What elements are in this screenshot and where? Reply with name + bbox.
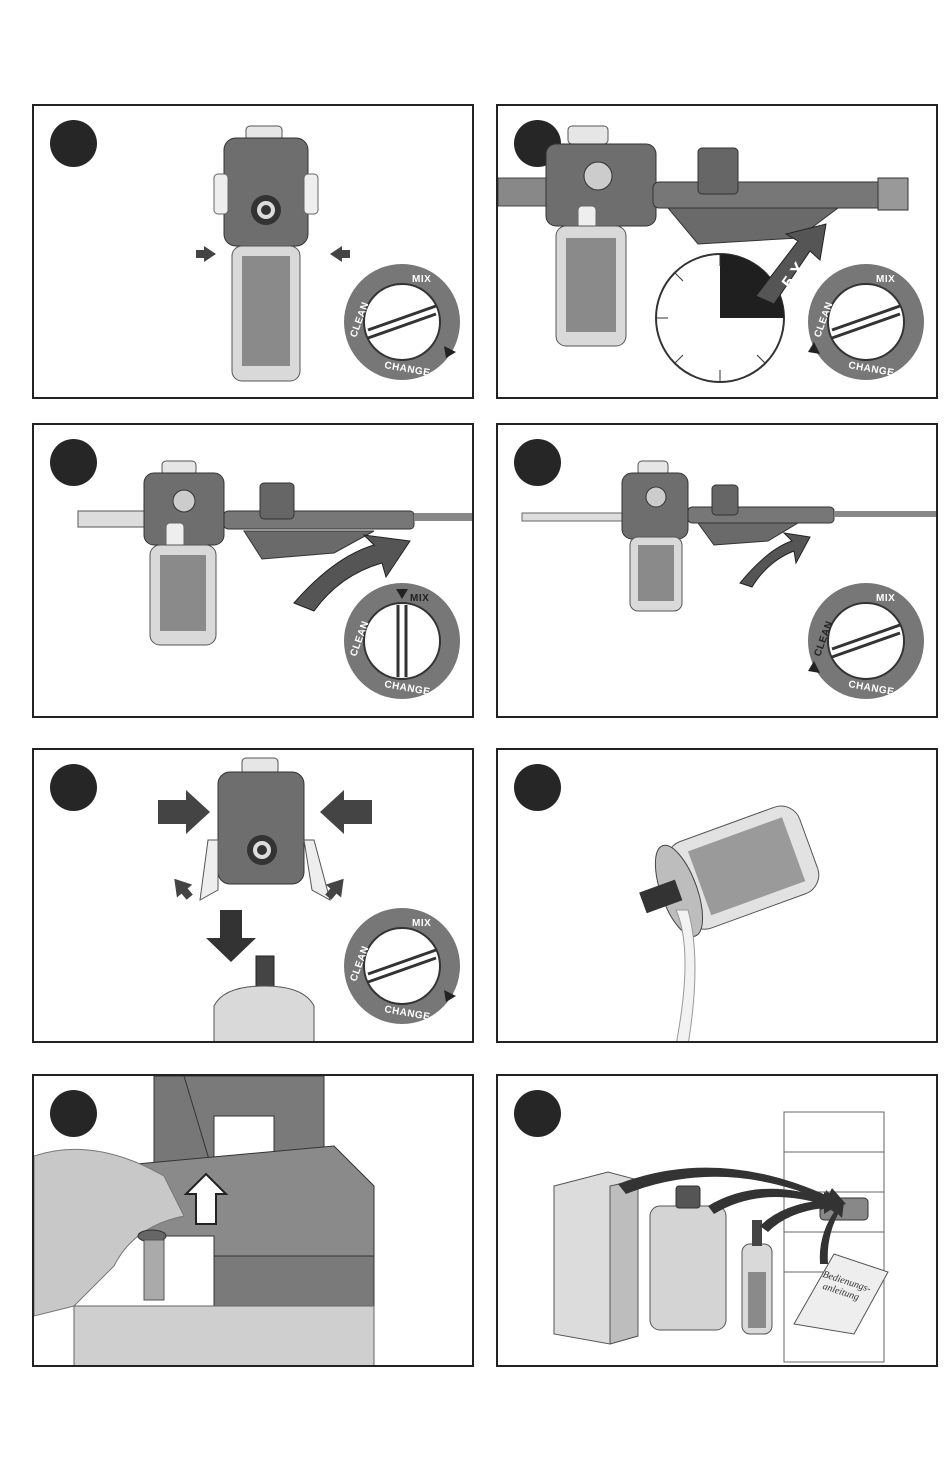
pour-out-illustration: [498, 750, 938, 1043]
dial-mix-label: MIX: [412, 918, 431, 929]
arrow-icon: [206, 910, 256, 962]
arrow-icon: [330, 246, 350, 262]
step-panel-8: Bedienungs- anleitung: [496, 1074, 938, 1367]
sprayer-with-clock-illustration: 5 X MIX CLEAN CHANGE: [498, 106, 938, 399]
selector-dial: MIX CLEAN CHANGE: [344, 908, 460, 1024]
dial-mix-label: MIX: [876, 274, 895, 285]
selector-dial: MIX CLEAN CHANGE: [808, 264, 924, 380]
step-panel-3: MIX CLEAN CHANGE: [32, 423, 474, 718]
step-panel-7: [32, 1074, 474, 1367]
dial-mix-label: MIX: [876, 593, 895, 604]
arrow-icon: [167, 872, 198, 903]
step-number-badge: [50, 1090, 97, 1137]
sprayer-clean-illustration: MIX CLEAN CHANGE: [498, 425, 938, 718]
arrow-icon: [320, 790, 372, 834]
step-panel-5: MIX CLEAN CHANGE: [32, 748, 474, 1043]
arrow-icon: [196, 246, 216, 262]
filter-unit-illustration: MIX CLEAN CHANGE: [34, 106, 474, 399]
storage-illustration: Bedienungs- anleitung: [498, 1076, 938, 1367]
selector-dial: MIX CLEAN CHANGE: [344, 264, 460, 380]
step-panel-4: MIX CLEAN CHANGE: [496, 423, 938, 718]
dial-mix-label: MIX: [410, 593, 429, 604]
hand-knob-illustration: [34, 1076, 474, 1367]
arrow-icon: [158, 790, 210, 834]
clock-face-icon: [656, 254, 784, 382]
sprayer-mix-illustration: MIX CLEAN CHANGE: [34, 425, 474, 718]
step-panel-6: [496, 748, 938, 1043]
step-panel-2: 5 X MIX CLEAN CHANGE: [496, 104, 938, 399]
selector-dial: MIX CLEAN CHANGE: [344, 583, 460, 699]
selector-dial: MIX CLEAN CHANGE: [808, 583, 924, 699]
filter-release-illustration: MIX CLEAN CHANGE: [34, 750, 474, 1043]
dial-mix-label: MIX: [412, 274, 431, 285]
step-panel-1: MIX CLEAN CHANGE: [32, 104, 474, 399]
